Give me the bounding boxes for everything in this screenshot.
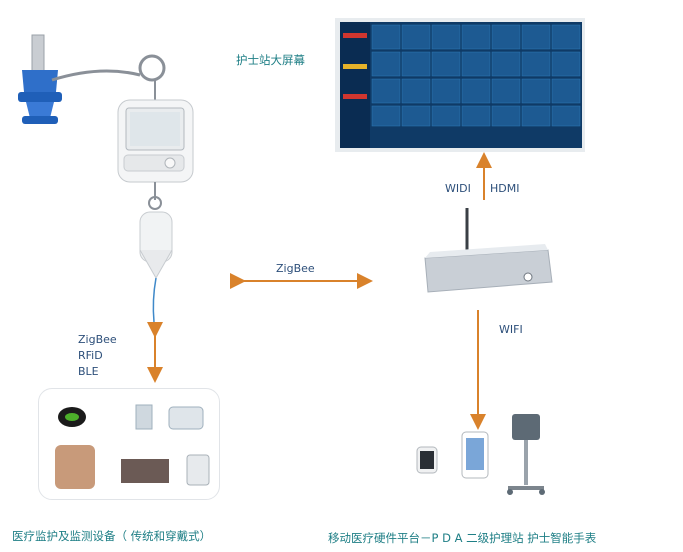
widi-label: WIDI	[445, 182, 471, 195]
protocol-rfid: RFiD	[78, 349, 103, 362]
caption-monitoring-devices: 医疗监护及监测设备（ 传统和穿戴式）	[12, 529, 212, 543]
monitor-protocol-stack: ZigBee RFiD BLE	[78, 332, 117, 380]
hdmi-label: HDMI	[490, 182, 520, 195]
protocol-ble: BLE	[78, 365, 99, 378]
wifi-label: WIFI	[499, 323, 523, 336]
caption-mobile-platform: 移动医疗硬件平台－P D A 二级护理站 护士智能手表	[328, 531, 597, 545]
zigbee-link-label: ZigBee	[276, 262, 315, 275]
nurse-station-screen-label: 护士站大屏幕	[236, 53, 305, 67]
monitoring-devices-panel	[38, 388, 220, 500]
protocol-zigbee: ZigBee	[78, 333, 117, 346]
